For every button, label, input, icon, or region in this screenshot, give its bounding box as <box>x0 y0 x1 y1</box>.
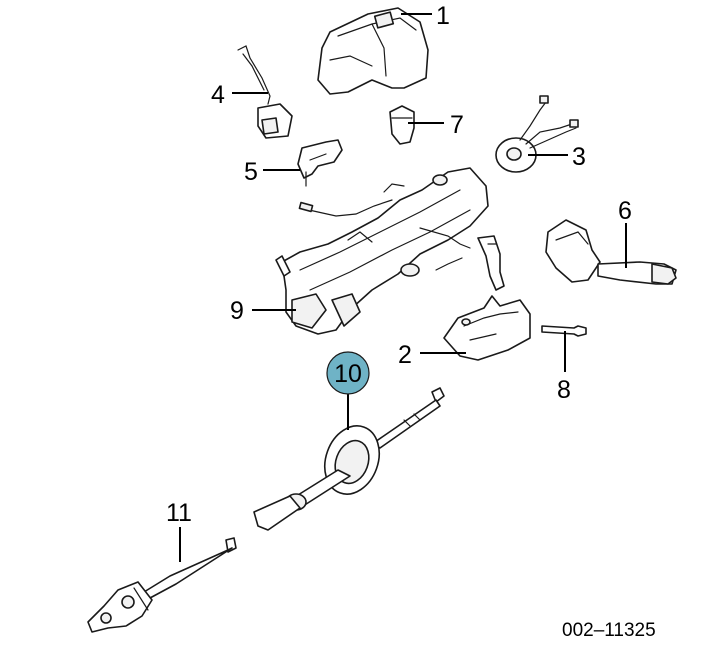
part-2-lower-shroud <box>443 295 531 361</box>
part-1-upper-shroud <box>317 7 429 95</box>
callout-4: 4 <box>211 81 225 109</box>
highlight-circle <box>326 351 370 395</box>
callout-7: 7 <box>450 111 464 139</box>
leader-lines <box>179 13 627 562</box>
callout-5: 5 <box>244 158 258 186</box>
part-6-multifunction-switch <box>545 219 677 285</box>
part-3-clockspring <box>495 95 579 173</box>
callout-11: 11 <box>166 499 192 527</box>
part-5-bracket <box>297 139 343 187</box>
callout-1: 1 <box>436 2 450 30</box>
part-4-connector-harness <box>237 45 293 139</box>
callout-labels: 1 2 3 4 5 6 7 8 9 11 <box>166 2 632 527</box>
part-7-clip <box>389 105 415 145</box>
callout-3: 3 <box>572 143 586 171</box>
callout-2: 2 <box>398 341 412 369</box>
part-9-column-housing <box>275 167 505 335</box>
callout-10-highlight: 10 <box>326 351 370 395</box>
callout-9: 9 <box>230 297 244 325</box>
part-11-intermediate-shaft <box>87 537 237 633</box>
callout-6: 6 <box>618 197 632 225</box>
reference-code: 002–11325 <box>562 620 656 641</box>
part-10-steering-shaft <box>253 387 445 531</box>
callout-10: 10 <box>334 360 362 388</box>
callout-8: 8 <box>557 376 571 404</box>
